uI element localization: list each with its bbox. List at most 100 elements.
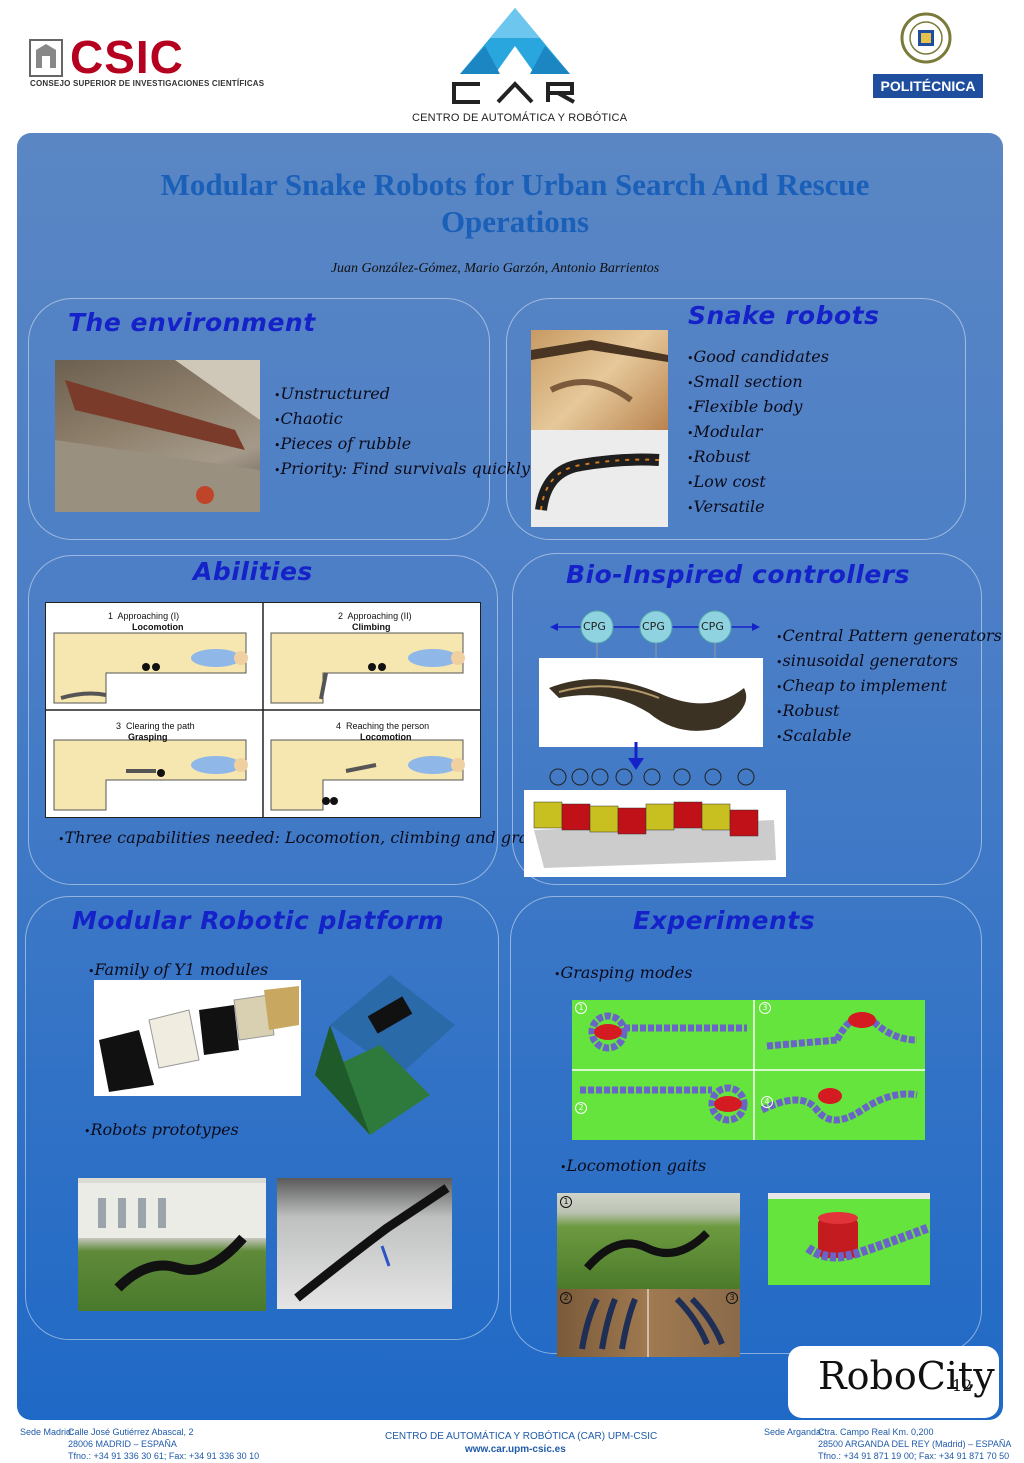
list-item: Locomotion gaits [560,1154,707,1179]
rubble-photo [55,360,260,512]
madrid-line2: 28006 MADRID – ESPAÑA [68,1439,177,1449]
bio-title: Bio-Inspired controllers [566,560,911,589]
upm-seal-icon [900,12,952,64]
snake-robots-bullets: Good candidates Small section Flexible b… [687,345,829,520]
list-item: Pieces of rubble [274,432,530,457]
gait-floor-art [579,1289,725,1357]
gait-marker-3: 3 [726,1292,738,1304]
panel-number: 1 [108,611,114,621]
list-item: Versatile [687,495,829,520]
cpg-label-1: CPG [583,620,606,633]
rubble-photo-art [55,360,260,512]
poster-authors: Juan González-Gómez, Mario Garzón, Anton… [330,261,660,276]
environment-bullets: Unstructured Chaotic Pieces of rubble Pr… [274,382,531,482]
footer-website-link[interactable]: www.car.upm-csic.es [465,1444,566,1455]
platform-section [25,896,499,1340]
list-item: Flexible body [687,395,829,420]
lamprey-art [549,679,747,731]
gait-outdoor-art [583,1230,710,1271]
list-item: Scalable [776,724,1002,749]
madrid-line1: Calle José Gutiérrez Abascal, 2 [68,1427,194,1437]
list-item: Priority: Find survivals quickly [274,457,531,482]
list-item: Low cost [687,470,829,495]
panel-line1: Approaching (I) [117,611,180,621]
gait-floor-photo: 2 3 [557,1289,740,1357]
madrid-label: Sede Madrid: [20,1427,74,1437]
list-item: Modular [687,420,829,445]
list-item: Robust [776,699,1002,724]
footer-center-name: CENTRO DE AUTOMÁTICA Y ROBÓTICA (CAR) UP… [385,1431,658,1442]
list-item: Robust [687,445,829,470]
robocity-text: RoboCity [818,1354,995,1398]
snake-robot-photo [531,430,668,527]
lamprey-photo [539,658,763,747]
experiments-section [510,896,982,1354]
abilities-diagram-art [46,603,480,817]
grasp-marker-2: 2 [575,1102,587,1114]
madrid-line3: Tfno.: +34 91 336 30 61; Fax: +34 91 336… [68,1451,260,1461]
snake-robots-title: Snake robots [688,301,880,330]
csic-logo-text: CSIC [70,31,184,83]
panel-line2: Grasping [128,732,168,742]
gait-marker-2: 2 [560,1292,572,1304]
crevice-photo-art [531,340,668,403]
arganda-label: Sede Arganda: [764,1427,824,1437]
y1-modules-art [99,986,299,1092]
car-logo [452,8,575,104]
list-item: Good candidates [687,345,829,370]
locomotion-caption: Locomotion gaits [560,1154,707,1179]
gait-simulation-art [768,1193,930,1262]
robocity-logo: RoboCity 12 [788,1346,999,1418]
list-item: Cheap to implement [776,674,1002,699]
bio-bullets: Central Pattern generators sinusoidal ge… [776,624,1002,749]
cpg-label-3: CPG [701,620,724,633]
upm-logo-label: POLITÉCNICA [873,74,983,98]
gait-simulation-image [768,1193,930,1285]
panel-number: 4 [336,721,342,731]
csic-subtitle: CONSEJO SUPERIOR DE INVESTIGACIONES CIEN… [30,79,265,88]
arganda-line3: Tfno.: +34 91 871 19 00; Fax: +34 91 871… [818,1451,1010,1461]
panel-line1: Reaching the person [346,721,430,731]
simulated-snake-art [533,801,776,868]
list-item: Robots prototypes [84,1118,239,1143]
gait-marker-1: 1 [560,1196,572,1208]
module-electronics-photo [310,965,460,1137]
abilities-title: Abilities [193,557,313,586]
platform-prototypes-caption: Robots prototypes [84,1118,239,1143]
prototype-table-art [294,1184,450,1302]
list-item: Chaotic [274,407,530,432]
grasp-marker-3: 3 [759,1002,771,1014]
panel-number: 2 [338,611,344,621]
panel-line2: Locomotion [132,622,184,632]
platform-title: Modular Robotic platform [72,906,445,935]
list-item: Grasping modes [554,961,693,986]
grasping-modes-art [572,1000,925,1140]
experiments-title: Experiments [633,906,816,935]
arganda-line1: Ctra. Campo Real Km. 0,200 [818,1427,934,1437]
panel-line2: Locomotion [360,732,412,742]
down-arrow-icon [628,742,644,770]
prototype-outdoor-photo [78,1178,266,1311]
abilities-diagram: 1 Approaching (I) Locomotion 2 Approachi… [45,602,481,818]
robocity-number: 12 [952,1376,973,1395]
sine-generators-icon [549,768,755,786]
cpg-diagram [550,610,760,658]
arganda-line2: 28500 ARGANDA DEL REY (Madrid) – ESPAÑA [818,1439,1012,1449]
list-item: sinusoidal generators [776,649,1002,674]
grasp-marker-1: 1 [575,1002,587,1014]
grasp-marker-4: 4 [761,1096,773,1108]
snake-robot-photo-art [531,430,668,527]
crevice-photo [531,330,668,430]
platform-family-caption: Family of Y1 modules [88,958,269,983]
list-item: Three capabilities needed: Locomotion, c… [58,826,573,851]
panel-line2: Climbing [352,622,391,632]
list-item: Small section [687,370,829,395]
prototype-outdoor-art [78,1183,266,1292]
list-item: Unstructured [274,382,530,407]
panel-line1: Approaching (II) [347,611,412,621]
abilities-section [28,555,498,885]
gait-outdoor-photo: 1 [557,1193,740,1289]
prototype-table-photo [277,1178,452,1309]
module-electronics-art [315,975,455,1135]
panel-line1: Clearing the path [126,721,195,731]
